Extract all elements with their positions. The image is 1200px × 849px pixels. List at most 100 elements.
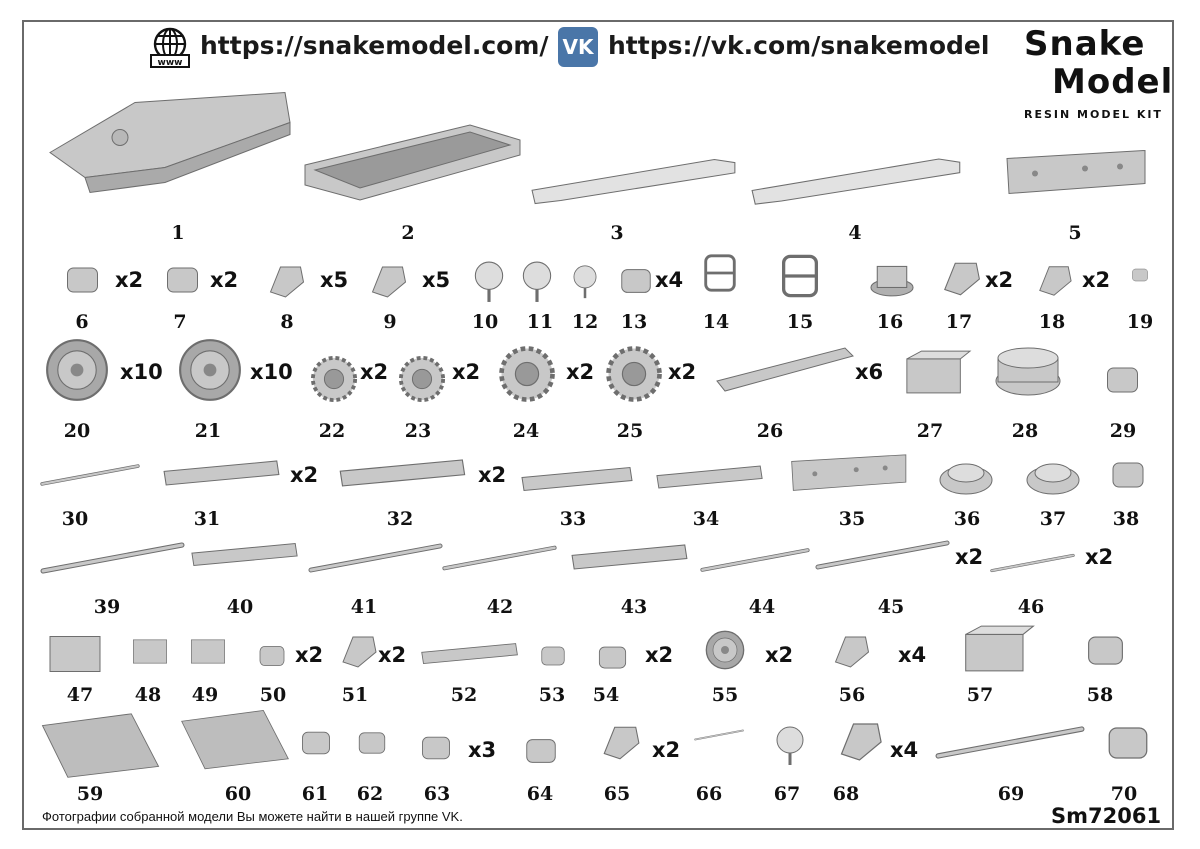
part-13-quantity: x4 — [655, 268, 684, 292]
part-64-image — [515, 732, 567, 770]
logo-line2: Model — [1052, 62, 1174, 102]
part-27-number: 27 — [916, 420, 944, 442]
part-22-image — [310, 355, 358, 403]
part-36-image — [938, 455, 994, 495]
snake-model-logo: Snake Model RESIN MODEL KIT — [1018, 24, 1172, 124]
part-21-image — [178, 338, 242, 402]
part-23-image — [398, 355, 446, 403]
part-20-number: 20 — [63, 420, 91, 442]
part-6-number: 6 — [75, 311, 89, 333]
page-frame — [22, 20, 1174, 830]
part-69-image — [935, 720, 1085, 765]
part-35-image — [790, 448, 910, 498]
part-46-quantity: x2 — [1085, 545, 1114, 569]
part-32-image — [338, 456, 468, 491]
part-45-number: 45 — [877, 596, 905, 618]
site-url-link[interactable]: https://snakemodel.com/ — [200, 31, 549, 60]
part-57-number: 57 — [966, 684, 994, 706]
part-28-number: 28 — [1011, 420, 1039, 442]
part-21-quantity: x10 — [250, 360, 293, 384]
part-55-number: 55 — [711, 684, 739, 706]
part-51-quantity: x2 — [378, 643, 407, 667]
part-20-quantity: x10 — [120, 360, 163, 384]
part-53-image — [538, 636, 568, 676]
part-24-number: 24 — [512, 420, 540, 442]
part-61-image — [298, 712, 334, 774]
part-53-number: 53 — [538, 684, 566, 706]
part-59-number: 59 — [76, 783, 104, 805]
part-21-number: 21 — [194, 420, 222, 442]
part-12-number: 12 — [571, 311, 599, 333]
part-40-image — [190, 530, 300, 580]
part-63-number: 63 — [423, 783, 451, 805]
part-26-image — [715, 345, 855, 395]
part-68-quantity: x4 — [890, 738, 919, 762]
part-9-quantity: x5 — [422, 268, 451, 292]
part-6-image — [60, 260, 105, 300]
part-16-image — [868, 258, 916, 298]
part-3-image — [530, 150, 740, 210]
part-18-number: 18 — [1038, 311, 1066, 333]
part-34-image — [655, 460, 765, 495]
part-24-image — [498, 345, 556, 403]
vk-url-link[interactable]: https://vk.com/snakemodel — [608, 31, 990, 60]
part-11-number: 11 — [526, 311, 554, 333]
part-40-number: 40 — [226, 596, 254, 618]
part-15-number: 15 — [786, 311, 814, 333]
part-43-image — [570, 535, 690, 580]
part-25-quantity: x2 — [668, 360, 697, 384]
part-58-number: 58 — [1086, 684, 1114, 706]
part-22-quantity: x2 — [360, 360, 389, 384]
part-62-image — [355, 712, 389, 774]
part-51-image — [338, 632, 378, 672]
part-39-number: 39 — [93, 596, 121, 618]
part-48-number: 48 — [134, 684, 162, 706]
part-31-image — [162, 456, 282, 491]
part-23-quantity: x2 — [452, 360, 481, 384]
part-47-number: 47 — [66, 684, 94, 706]
logo-tagline: RESIN MODEL KIT — [1024, 108, 1163, 121]
part-12-image — [568, 258, 602, 306]
part-34-number: 34 — [692, 508, 720, 530]
part-25-number: 25 — [616, 420, 644, 442]
part-9-image — [360, 262, 415, 302]
part-19-image — [1130, 250, 1150, 300]
part-14-image — [700, 248, 740, 298]
part-63-image — [416, 730, 456, 766]
part-26-quantity: x6 — [855, 360, 884, 384]
part-9-number: 9 — [383, 311, 397, 333]
part-41-number: 41 — [350, 596, 378, 618]
part-38-image — [1108, 455, 1148, 495]
part-52-image — [420, 638, 520, 670]
part-18-quantity: x2 — [1082, 268, 1111, 292]
part-16-number: 16 — [876, 311, 904, 333]
part-28-image — [993, 338, 1063, 402]
part-39-image — [40, 533, 185, 583]
part-4-image — [750, 150, 965, 210]
part-19-number: 19 — [1126, 311, 1154, 333]
part-2-image — [300, 115, 525, 210]
part-15-image — [765, 252, 835, 300]
logo-line1: Snake — [1024, 24, 1146, 64]
part-30-number: 30 — [61, 508, 89, 530]
part-32-quantity: x2 — [478, 463, 507, 487]
part-56-number: 56 — [838, 684, 866, 706]
part-5-number: 5 — [1068, 222, 1082, 244]
part-32-number: 32 — [386, 508, 414, 530]
part-64-number: 64 — [526, 783, 554, 805]
part-5-image — [1005, 140, 1150, 205]
part-4-number: 4 — [848, 222, 862, 244]
part-30-image — [40, 455, 140, 495]
kit-code: Sm72061 — [1051, 804, 1162, 828]
part-61-number: 61 — [301, 783, 329, 805]
www-icon-label: www — [158, 58, 183, 68]
part-45-image — [815, 525, 950, 585]
part-8-number: 8 — [280, 311, 294, 333]
part-3-number: 3 — [610, 222, 624, 244]
part-1-number: 1 — [171, 222, 185, 244]
part-31-quantity: x2 — [290, 463, 319, 487]
part-51-number: 51 — [341, 684, 369, 706]
part-7-number: 7 — [173, 311, 187, 333]
part-57-image — [948, 624, 1048, 674]
part-27-image — [902, 345, 972, 400]
